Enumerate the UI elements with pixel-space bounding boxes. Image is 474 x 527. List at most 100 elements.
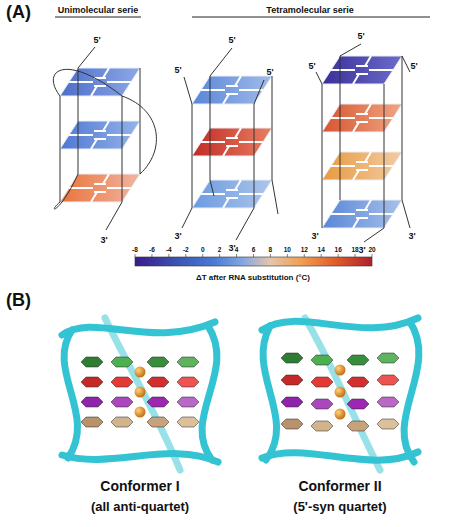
panel-label: (A) bbox=[6, 3, 31, 21]
strand-end-label: 5' bbox=[410, 62, 417, 71]
dna-ribbon bbox=[62, 322, 215, 335]
strand-line bbox=[53, 47, 156, 230]
strand-end-label: 5' bbox=[357, 32, 364, 41]
dna-ribbon bbox=[262, 318, 418, 330]
strand-line bbox=[210, 48, 232, 196]
cation-sphere bbox=[335, 409, 346, 420]
scale-tick-label: 20 bbox=[368, 247, 375, 254]
quartet-base bbox=[147, 417, 169, 427]
strand-end-label: 5' bbox=[308, 62, 315, 71]
series-underline bbox=[55, 17, 141, 18]
series-underline bbox=[192, 17, 430, 18]
quartet-base bbox=[311, 355, 333, 365]
cation-sphere bbox=[135, 367, 146, 378]
strand-end-label: 3' bbox=[408, 232, 415, 241]
strand-line bbox=[236, 80, 264, 240]
scale-tick-label: 12 bbox=[301, 247, 308, 254]
conformer-name: Conformer II bbox=[298, 479, 381, 493]
scale-tick-mark bbox=[270, 254, 271, 257]
scale-tick-mark bbox=[321, 254, 322, 257]
quartet-base bbox=[377, 375, 399, 385]
quartet-base bbox=[81, 357, 103, 367]
strand-line bbox=[364, 84, 384, 242]
strand-line bbox=[78, 47, 95, 174]
scale-tick-mark bbox=[185, 254, 186, 257]
strand-line bbox=[54, 174, 78, 209]
scale-tick-label: 0 bbox=[201, 247, 205, 254]
dna-ribbon bbox=[105, 318, 380, 470]
dna-ribbon bbox=[62, 454, 218, 462]
quartet-base bbox=[111, 377, 133, 387]
strand-line bbox=[60, 96, 61, 202]
quartet-base bbox=[177, 417, 199, 427]
scale-tick-label: -8 bbox=[132, 247, 138, 254]
strand-end-label: 3' bbox=[228, 244, 235, 253]
quartet-base bbox=[347, 399, 369, 409]
scale-tick-label: -4 bbox=[166, 247, 172, 254]
quartet-base bbox=[377, 419, 399, 429]
quartet-base bbox=[147, 397, 169, 407]
quartet-plane bbox=[322, 200, 402, 228]
scale-tick-mark bbox=[287, 254, 288, 257]
quartet-plane bbox=[192, 128, 272, 156]
quartet-base bbox=[281, 397, 303, 407]
quartet-base bbox=[177, 357, 199, 367]
quartet-plane bbox=[322, 56, 402, 228]
strand-line bbox=[402, 56, 410, 228]
strand-end-label: 3' bbox=[311, 232, 318, 241]
strand-line bbox=[182, 77, 192, 228]
quartet-base bbox=[177, 397, 199, 407]
quartet-base bbox=[281, 375, 303, 385]
quartet-base bbox=[377, 397, 399, 407]
scale-tick-mark bbox=[202, 254, 203, 257]
dna-ribbon bbox=[202, 326, 217, 460]
quartet-base bbox=[147, 377, 169, 387]
strand-line bbox=[140, 68, 141, 174]
conformer-subtitle: (all anti-quartet) bbox=[91, 500, 189, 513]
quartet-plane bbox=[322, 56, 402, 84]
scale-tick-mark bbox=[168, 254, 169, 257]
scale-tick-mark bbox=[219, 254, 220, 257]
scale-tick-mark bbox=[236, 254, 237, 257]
strand-end-label: 5' bbox=[266, 68, 273, 77]
dna-ribbon bbox=[263, 326, 277, 460]
scale-tick-mark bbox=[253, 254, 254, 257]
quartet-base bbox=[111, 417, 133, 427]
dna-ribbon bbox=[105, 318, 180, 470]
strand-line bbox=[106, 96, 122, 230]
scale-tick-label: 8 bbox=[269, 247, 273, 254]
quartet-base bbox=[311, 377, 333, 387]
conformer-subtitle: (5'-syn quartet) bbox=[293, 500, 386, 513]
quartet-base bbox=[311, 421, 333, 431]
strand-line bbox=[182, 48, 278, 240]
quartet-plane bbox=[322, 152, 402, 180]
strand-line bbox=[316, 72, 322, 228]
dna-ribbon bbox=[62, 318, 419, 462]
scale-tick-label: 14 bbox=[318, 247, 325, 254]
quartet-base bbox=[177, 377, 199, 387]
quartet-base bbox=[111, 357, 133, 367]
quartet-plane bbox=[60, 174, 140, 202]
quartet-base bbox=[81, 397, 103, 407]
scale-tick-mark bbox=[338, 254, 339, 257]
scale-tick-label: -6 bbox=[149, 247, 155, 254]
strand-end-label: 3' bbox=[358, 246, 365, 255]
quartet-base bbox=[281, 353, 303, 363]
quartet-plane bbox=[192, 180, 272, 208]
scale-tick-mark bbox=[135, 254, 372, 257]
scale-tick-label: 16 bbox=[335, 247, 342, 254]
dna-ribbon bbox=[305, 318, 380, 470]
quartet-base bbox=[147, 357, 169, 367]
strand-end-label: 5' bbox=[93, 36, 100, 45]
dna-ribbon bbox=[64, 330, 77, 458]
scale-tick-label: 2 bbox=[218, 247, 222, 254]
cation-sphere bbox=[135, 387, 146, 398]
quartet-base bbox=[347, 355, 369, 365]
scale-tick-label: -2 bbox=[183, 247, 189, 254]
quartet-base bbox=[281, 419, 303, 429]
scale-tick-mark bbox=[135, 254, 136, 257]
strand-line bbox=[272, 76, 278, 214]
scale-tick-mark bbox=[151, 254, 152, 257]
